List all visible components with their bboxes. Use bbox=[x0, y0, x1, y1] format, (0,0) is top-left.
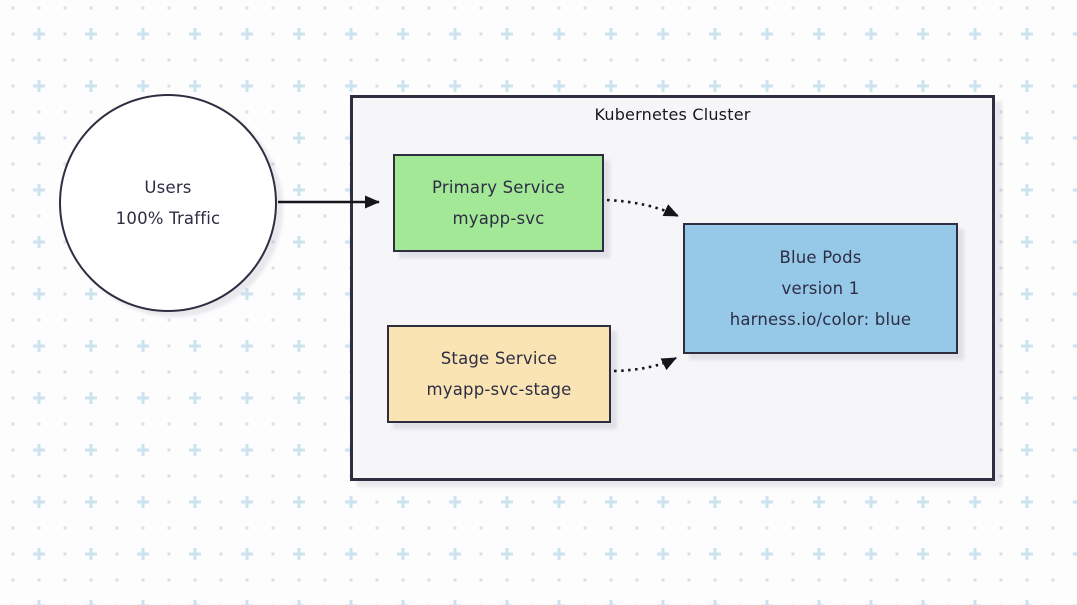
primary-service-node: Primary Service myapp-svc bbox=[393, 154, 604, 252]
blue-pods-line2: version 1 bbox=[781, 279, 860, 298]
blue-pods-line3: harness.io/color: blue bbox=[729, 310, 912, 329]
stage-service-node: Stage Service myapp-svc-stage bbox=[387, 325, 611, 423]
users-node-line2: 100% Traffic bbox=[115, 209, 221, 228]
users-node: Users 100% Traffic bbox=[59, 94, 277, 312]
stage-service-line2: myapp-svc-stage bbox=[426, 380, 572, 399]
blue-pods-line1: Blue Pods bbox=[779, 248, 862, 267]
primary-service-line2: myapp-svc bbox=[452, 209, 545, 228]
users-node-line1: Users bbox=[144, 178, 192, 197]
stage-service-line1: Stage Service bbox=[440, 349, 558, 368]
primary-service-line1: Primary Service bbox=[432, 178, 565, 197]
cluster-title: Kubernetes Cluster bbox=[594, 105, 751, 124]
blue-pods-node: Blue Pods version 1 harness.io/color: bl… bbox=[683, 223, 958, 354]
